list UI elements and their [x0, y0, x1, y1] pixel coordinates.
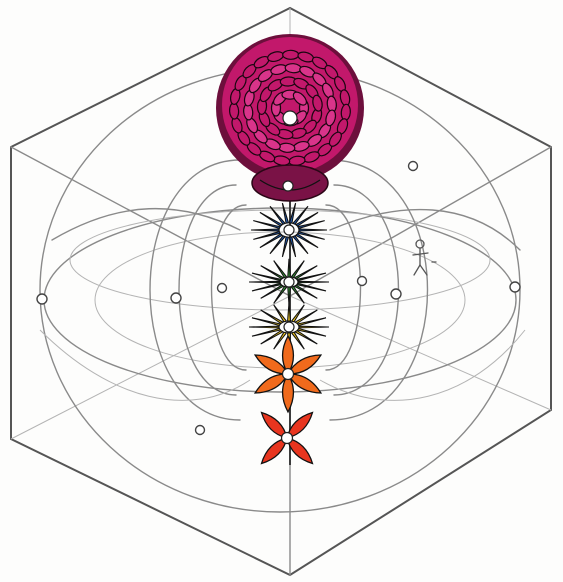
flower-center	[282, 433, 293, 444]
crown-flower	[216, 34, 364, 182]
flower-center	[283, 369, 294, 380]
petal	[249, 326, 279, 328]
petal	[249, 281, 280, 282]
crown-petal	[283, 50, 299, 59]
petal	[298, 281, 329, 282]
flower-center	[284, 277, 294, 287]
petal	[299, 229, 327, 231]
sacral-flower	[255, 336, 321, 412]
heart-flower	[249, 259, 329, 305]
flower-center	[284, 322, 294, 332]
flower-center	[284, 225, 294, 235]
root-flower	[262, 413, 313, 464]
brow-flower	[252, 165, 328, 201]
petal	[282, 203, 288, 223]
petal	[282, 237, 288, 257]
petal	[299, 326, 329, 328]
petal	[251, 229, 279, 231]
crown-petal	[229, 103, 239, 119]
